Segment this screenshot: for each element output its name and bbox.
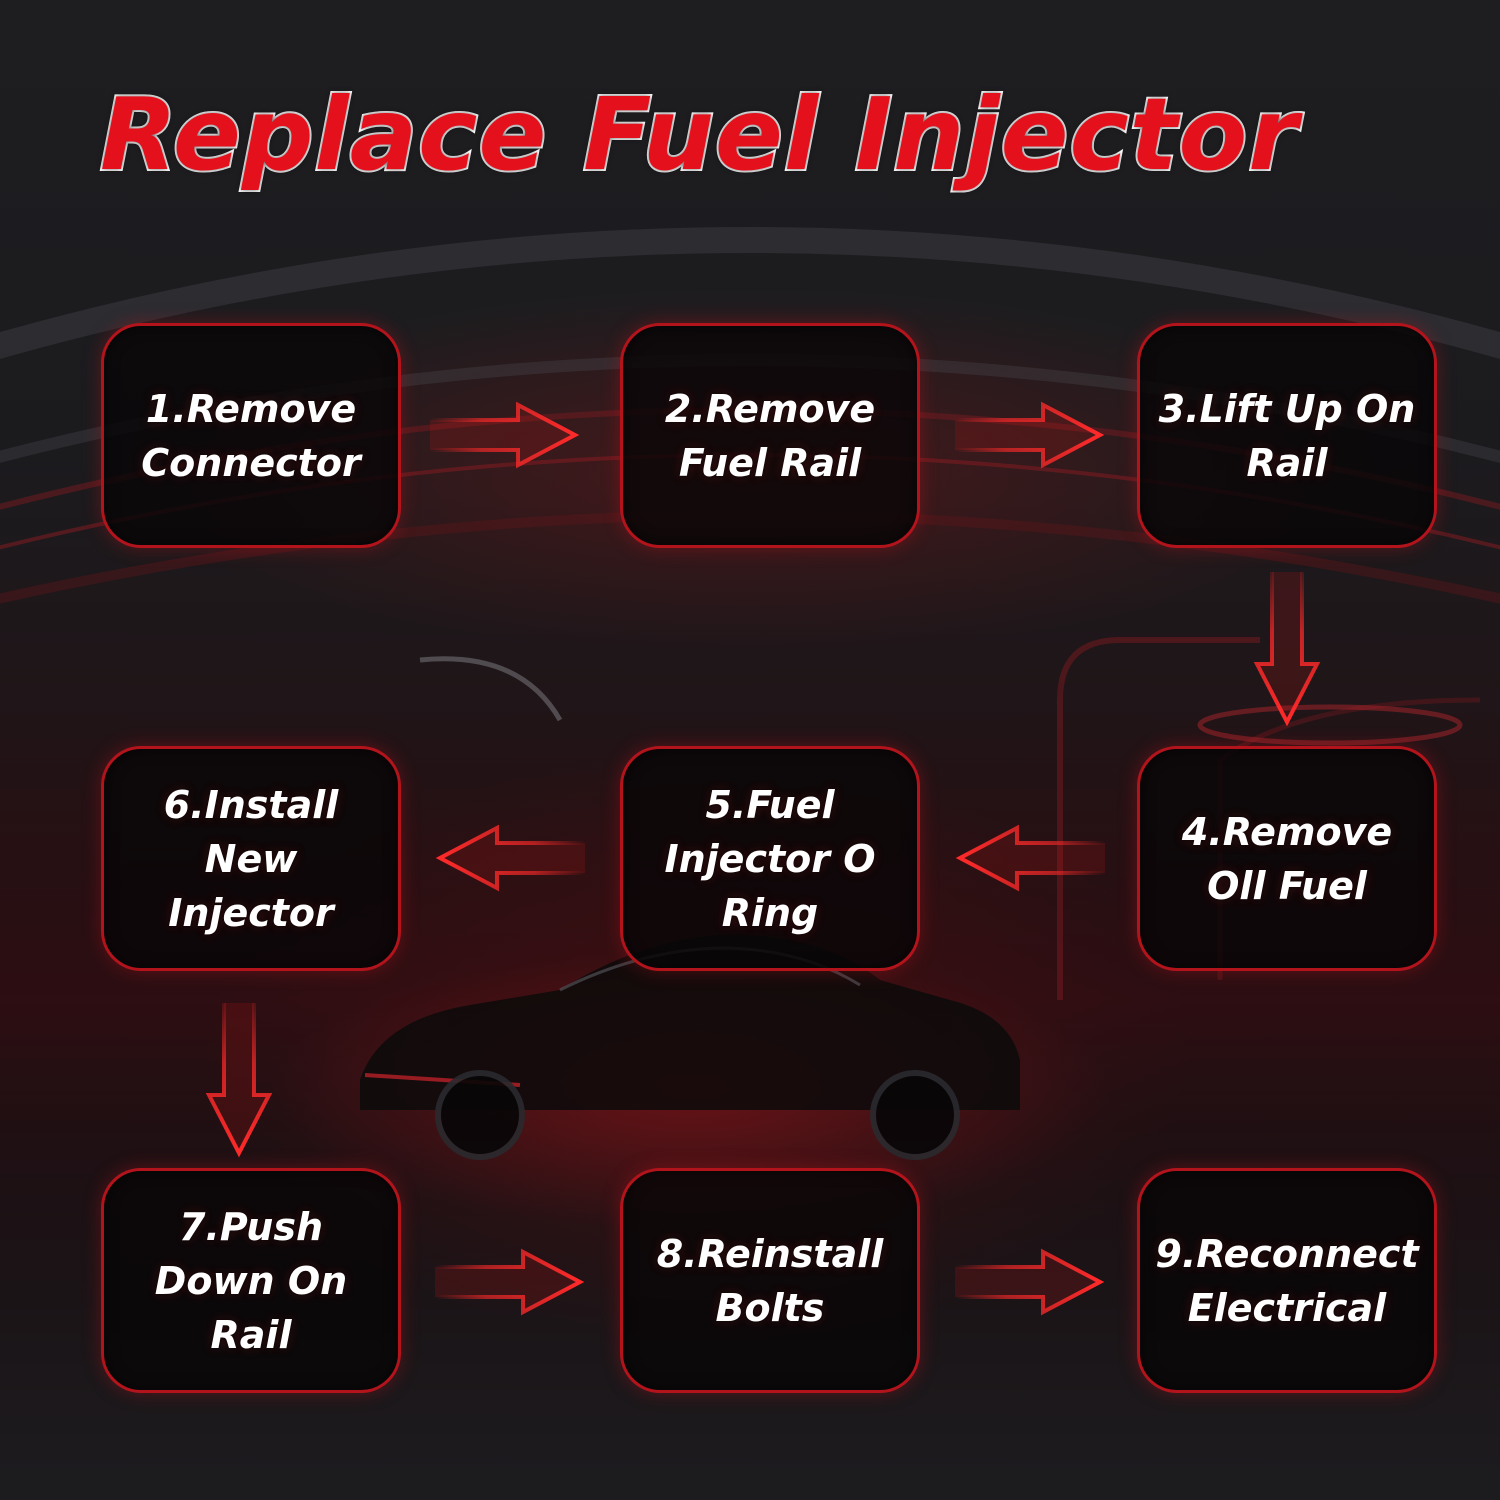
step-8-label: 8.Reinstall Bolts bbox=[656, 1231, 884, 1330]
arrow-left-icon bbox=[435, 824, 585, 892]
step-2-label: 2.Remove Fuel Rail bbox=[664, 386, 876, 485]
arrow-right-icon bbox=[435, 1248, 585, 1316]
step-5-label: 5.Fuel Injector O Ring bbox=[664, 782, 876, 935]
arrow-right-icon bbox=[955, 1248, 1105, 1316]
step-6-label: 6.Install New Injector bbox=[163, 782, 339, 935]
step-4-box: 4.Remove Oll Fuel bbox=[1137, 746, 1437, 971]
step-5-box: 5.Fuel Injector O Ring bbox=[620, 746, 920, 971]
page-title: Replace Fuel Injector bbox=[98, 74, 1300, 195]
step-8-box: 8.Reinstall Bolts bbox=[620, 1168, 920, 1393]
step-1-box: 1.Remove Connector bbox=[101, 323, 401, 548]
arrow-right-icon bbox=[955, 401, 1105, 469]
step-7-label: 7.Push Down On Rail bbox=[154, 1204, 348, 1357]
step-3-box: 3.Lift Up On Rail bbox=[1137, 323, 1437, 548]
arrow-left-icon bbox=[955, 824, 1105, 892]
step-6-box: 6.Install New Injector bbox=[101, 746, 401, 971]
step-3-label: 3.Lift Up On Rail bbox=[1158, 386, 1416, 485]
arrow-down-icon bbox=[1253, 572, 1321, 727]
step-2-box: 2.Remove Fuel Rail bbox=[620, 323, 920, 548]
arrow-down-icon bbox=[205, 1003, 273, 1158]
step-1-label: 1.Remove Connector bbox=[141, 386, 361, 485]
step-9-label: 9.Reconnect Electrical bbox=[1155, 1231, 1419, 1330]
step-9-box: 9.Reconnect Electrical bbox=[1137, 1168, 1437, 1393]
step-7-box: 7.Push Down On Rail bbox=[101, 1168, 401, 1393]
arrow-right-icon bbox=[430, 401, 580, 469]
step-4-label: 4.Remove Oll Fuel bbox=[1181, 809, 1393, 908]
